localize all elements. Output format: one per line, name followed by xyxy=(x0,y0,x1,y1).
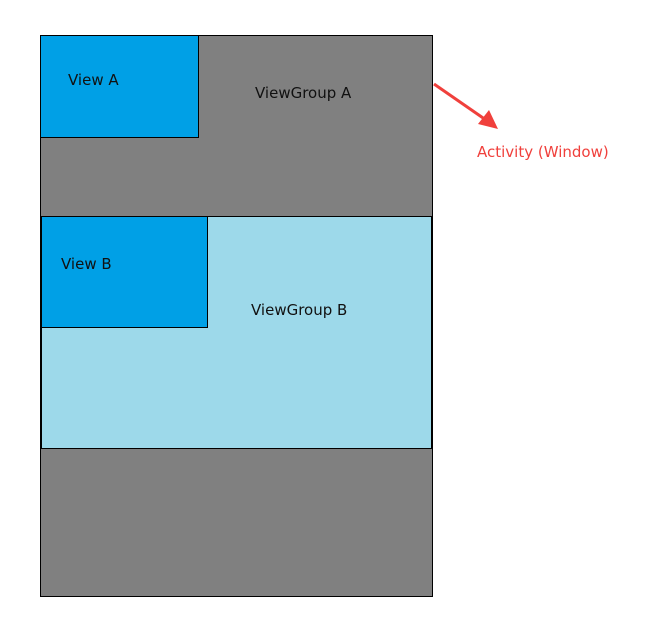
view-b-label: View B xyxy=(61,255,112,273)
activity-window: View A ViewGroup A View B ViewGroup B xyxy=(40,35,433,597)
view-b-box: View B xyxy=(42,217,208,328)
activity-window-label: Activity (Window) xyxy=(477,143,609,161)
viewgroup-b-label: ViewGroup B xyxy=(251,301,348,319)
view-a-box: View A xyxy=(41,36,199,138)
viewgroup-a-label: ViewGroup A xyxy=(255,84,352,102)
view-a-label: View A xyxy=(68,71,119,89)
viewgroup-b-box: View B ViewGroup B xyxy=(41,216,432,449)
